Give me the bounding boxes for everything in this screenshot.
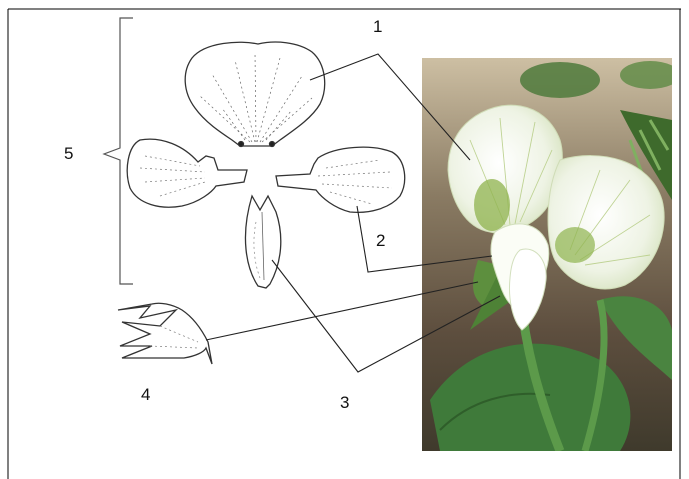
left-wing-petal-drawing [127,139,247,207]
calyx-drawing [118,303,212,364]
standard-petal-drawing [185,42,324,146]
keel-drawing [245,196,280,288]
label-5: 5 [64,145,73,162]
label-3: 3 [340,394,349,411]
bracket-5 [104,18,133,284]
right-wing-petal-drawing [276,147,405,212]
label-1: 1 [373,18,382,35]
label-2: 2 [376,232,385,249]
pea-flower-photo [422,58,680,451]
label-4: 4 [141,386,150,403]
